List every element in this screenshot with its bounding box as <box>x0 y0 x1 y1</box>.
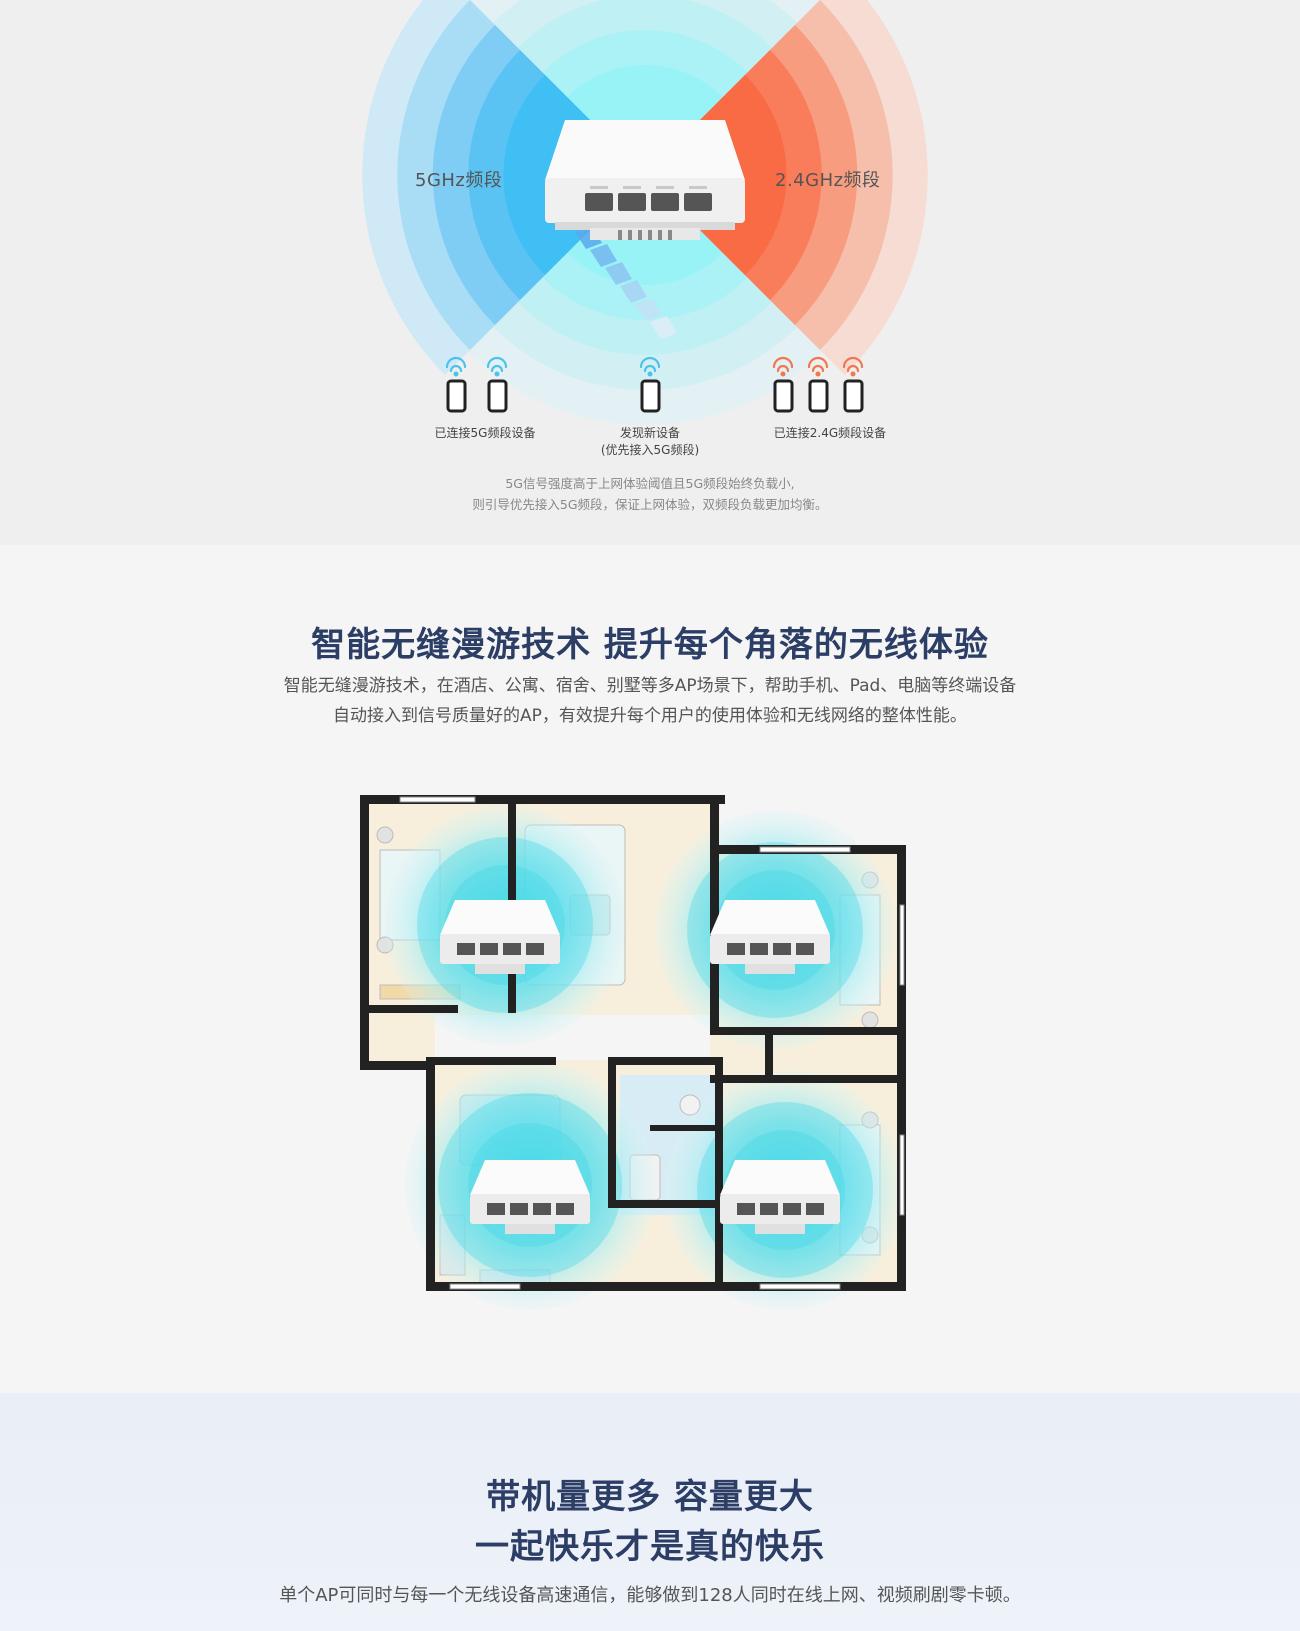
band-note: 5G信号强度高于上网体验阈值且5G频段始终负载小, 则引导优先接入5G频段，保证… <box>350 473 950 515</box>
access-point-device <box>720 1160 840 1234</box>
floor-plan-illustration <box>360 795 906 1310</box>
connected-24g-caption: 已连接2.4G频段设备 <box>773 426 887 440</box>
windows <box>399 796 905 1290</box>
phone-icon <box>446 379 508 413</box>
roaming-description-line1: 智能无缝漫游技术，在酒店、公寓、宿舍、别墅等多AP场景下，帮助手机、Pad、电脑… <box>283 676 1017 696</box>
new-device-caption-line2: (优先接入5G频段) <box>600 443 700 457</box>
phone-icon <box>640 379 661 413</box>
band-note-line2: 则引导优先接入5G频段，保证上网体验，双频段负载更加均衡。 <box>472 497 828 512</box>
capacity-title-line2: 一起快乐才是真的快乐 <box>475 1527 825 1567</box>
wifi-24g-icon <box>772 356 864 377</box>
capacity-description: 单个AP可同时与每一个无线设备高速通信，能够做到128人同时在线上网、视频刷剧零… <box>279 1585 1021 1606</box>
phone-icon <box>773 379 864 413</box>
guide-arrow-beam <box>575 226 677 339</box>
new-device-caption: 发现新设备 (优先接入5G频段) <box>580 425 720 459</box>
dual-band-signal-illustration <box>362 0 928 425</box>
band-24g-label: 2.4GHz频段 <box>775 170 881 191</box>
dual-band-section: 5GHz频段 2.4GHz频段 已连接5G频段设备 发现新设备 (优先接入5G频… <box>0 0 1300 545</box>
access-point-device <box>470 1160 590 1234</box>
roaming-section: 智能无缝漫游技术 提升每个角落的无线体验 智能无缝漫游技术，在酒店、公寓、宿舍、… <box>0 545 1300 1393</box>
access-point-device <box>710 900 830 974</box>
roaming-title: 智能无缝漫游技术 提升每个角落的无线体验 <box>311 625 989 665</box>
capacity-section: 带机量更多 容量更大 一起快乐才是真的快乐 单个AP可同时与每一个无线设备高速通… <box>0 1393 1300 1631</box>
band-note-line1: 5G信号强度高于上网体验阈值且5G频段始终负载小, <box>505 476 795 491</box>
roaming-description: 智能无缝漫游技术，在酒店、公寓、宿舍、别墅等多AP场景下，帮助手机、Pad、电脑… <box>0 671 1300 731</box>
connected-5g-caption: 已连接5G频段设备 <box>434 426 536 440</box>
capacity-title-line1: 带机量更多 容量更大 <box>486 1477 814 1517</box>
access-point-device <box>440 900 560 974</box>
new-device-caption-line1: 发现新设备 <box>619 426 680 440</box>
roaming-description-line2: 自动接入到信号质量好的AP，有效提升每个用户的使用体验和无线网络的整体性能。 <box>333 706 967 726</box>
wifi-new-device-icon <box>639 356 661 377</box>
access-point-device <box>545 120 745 240</box>
wifi-5g-icon <box>445 356 508 377</box>
band-5g-label: 5GHz频段 <box>415 170 503 191</box>
